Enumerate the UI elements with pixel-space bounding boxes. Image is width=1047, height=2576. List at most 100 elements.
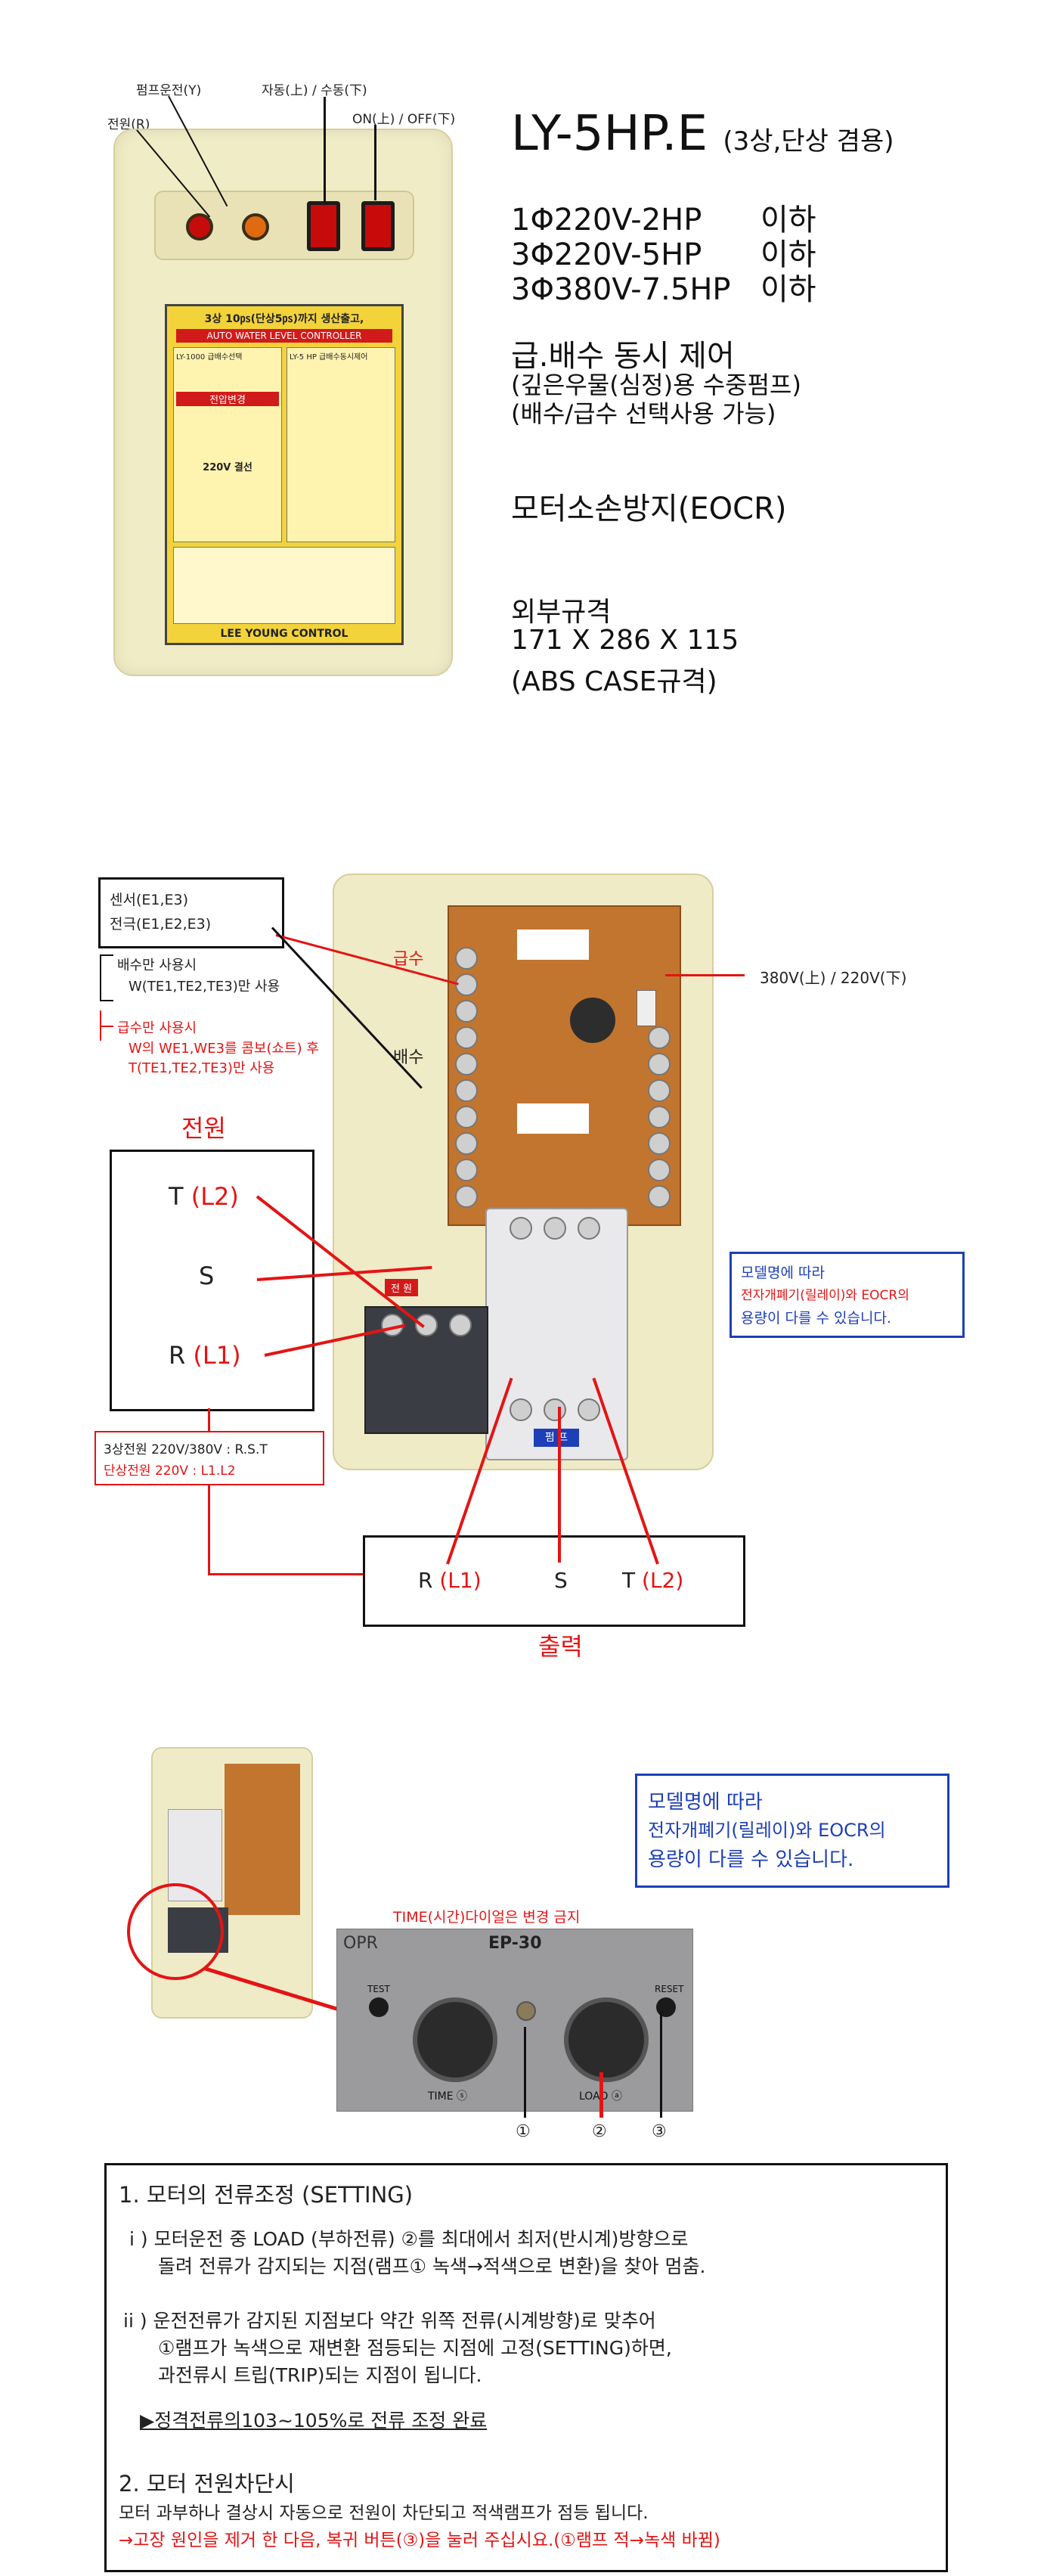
power-title: 전원	[181, 1114, 226, 1143]
terminal	[648, 1079, 671, 1102]
time-dial[interactable]	[413, 1997, 497, 2082]
terminal	[648, 1159, 671, 1181]
load-dial[interactable]	[564, 1997, 649, 2082]
contactor-terminal	[544, 1217, 566, 1240]
pump-run-lamp	[242, 213, 269, 241]
plate-col2: LY-5 HP 급배수동시제어	[287, 347, 395, 542]
rating-row-1: 1Φ220V-2HP 이하	[511, 195, 816, 239]
input-t-label: T	[169, 1182, 184, 1211]
supply-only-2: W의 WE1,WE3를 콤보(쇼트) 후	[129, 1041, 319, 1057]
dimension-case: (ABS CASE규격)	[511, 666, 717, 697]
rating-spec: 1Φ220V-2HP	[511, 203, 702, 237]
model-note-3: 용량이 다를 수 있습니다.	[741, 1310, 891, 1327]
panel-time: TIME ⓢ	[428, 2090, 468, 2103]
terminal	[648, 1185, 671, 1208]
terminal	[455, 1185, 478, 1208]
drain-bracket-top	[100, 954, 113, 956]
plate-banner: AUTO WATER LEVEL CONTROLLER	[176, 329, 392, 343]
model-name: LY-5HP.E	[511, 106, 708, 162]
plate-voltage: 220V 결선	[203, 462, 252, 473]
notes-heading-2: 2. 모터 전원차단시	[119, 2471, 295, 2497]
terminal	[455, 1106, 478, 1128]
voltage-switch-pointer	[665, 974, 745, 976]
input-r-label: R	[169, 1341, 186, 1370]
reset-button[interactable]	[656, 1997, 676, 2017]
input-r: R (L1)	[169, 1341, 241, 1370]
output-connector-v	[208, 1484, 210, 1575]
rating-note: 이하	[760, 237, 816, 272]
terminal	[455, 947, 478, 970]
panel-test: TEST	[367, 1984, 390, 1994]
board-label-1	[517, 930, 589, 960]
model-note-box-2: 모델명에 따라 전자개폐기(릴레이)와 EOCR의 용량이 다를 수 있습니다.	[635, 1774, 949, 1888]
eocr-highlight-circle	[127, 1883, 224, 1980]
drain-bracket	[100, 954, 101, 1001]
eocr-terminal	[381, 1314, 404, 1336]
output-title: 출력	[538, 1632, 583, 1661]
drain-only-1: 배수만 사용시	[117, 957, 197, 973]
protection-title: 모터소손방지(EOCR)	[511, 492, 787, 526]
controller-photo: 3상 10㎰(단상5㎰)까지 생산출고, AUTO WATER LEVEL CO…	[113, 129, 453, 676]
notes-i-1: i ) 모터운전 중 LOAD (부하전류) ②를 최대에서 최저(반시계)방향…	[129, 2228, 689, 2250]
voltage-slide-switch[interactable]	[637, 990, 656, 1026]
input-t: T (L2)	[169, 1182, 239, 1211]
output-t: T (L2)	[622, 1568, 683, 1593]
power-note-2: 단상전원 220V : L1.L2	[104, 1463, 236, 1479]
instruction-plate: 3상 10㎰(단상5㎰)까지 생산출고, AUTO WATER LEVEL CO…	[165, 304, 404, 645]
output-r-alt: (L1)	[439, 1568, 482, 1593]
contactor-terminal	[510, 1398, 532, 1421]
marker-3-pointer	[660, 2012, 662, 2118]
contactor-terminal	[510, 1217, 532, 1240]
rating-note: 이하	[760, 203, 816, 237]
dimension-title: 외부규격	[511, 597, 612, 628]
transformer-coil	[570, 998, 615, 1043]
plate-footer-panel	[173, 547, 395, 624]
power-lamp	[186, 213, 213, 241]
input-r-alt: (L1)	[193, 1341, 241, 1370]
notes-i-2: 돌려 전류가 감지되는 지점(램프① 녹색→적색으로 변환)을 찾아 멈춤.	[158, 2255, 706, 2277]
supply-only-3: T(TE1,TE2,TE3)만 사용	[129, 1060, 275, 1076]
model-note-2: 전자개폐기(릴레이)와 EOCR의	[741, 1288, 909, 1303]
marker-3: ③	[652, 2122, 667, 2141]
status-lamp	[516, 2001, 536, 2021]
power-input-box: T (L2) S R (L1)	[110, 1150, 314, 1411]
terminal	[455, 1026, 478, 1049]
eocr-panel-closeup: OPR EP-30 TEST TIME ⓢ LOAD ⓐ RESET	[336, 1929, 693, 2112]
small-circuit-board	[225, 1764, 300, 1915]
feature-sub-1: (깊은우물(심정)용 수중펌프)	[511, 371, 801, 399]
terminal	[455, 1053, 478, 1075]
model-suffix: (3상,단상 겸용)	[723, 126, 894, 157]
power-note-connector	[208, 1408, 210, 1431]
auto-manual-switch[interactable]	[307, 201, 340, 251]
power-tag: 전 원	[385, 1279, 419, 1296]
terminal	[648, 1106, 671, 1128]
plate-badge: 전압변경	[176, 392, 279, 406]
model-note-2-1: 모델명에 따라	[648, 1791, 763, 1814]
plate-col1: LY-1000 급배수선택 전압변경 220V 결선	[173, 347, 282, 542]
auto-manual-pointer	[324, 97, 326, 203]
supply-label: 급수	[393, 950, 424, 969]
sensor-box: 센서(E1,E3) 전극(E1,E2,E3)	[98, 877, 284, 948]
sensor-line-2: 전극(E1,E2,E3)	[110, 916, 212, 933]
power-note-box: 3상전원 220V/380V : R.S.T 단상전원 220V : L1.L2	[94, 1431, 324, 1485]
notes-ii-1: ii ) 운전전류가 감지된 지점보다 약간 위쪽 전류(시계방향)로 맞추어	[123, 2310, 656, 2332]
on-off-switch[interactable]	[361, 201, 395, 251]
controller-small-photo	[151, 1747, 313, 2019]
panel-reset: RESET	[655, 1984, 684, 1994]
rating-spec: 3Φ220V-5HP	[511, 237, 702, 272]
panel-model: EP-30	[488, 1934, 542, 1953]
notes-p-2: 모터 과부하나 결상시 자동으로 전원이 차단되고 적색램프가 점등 됩니다.	[119, 2503, 649, 2523]
marker-1-pointer	[524, 2027, 526, 2118]
notes-p-3: →고장 원인을 제거 한 다음, 복귀 버튼(③)을 눌러 주십시요.(①램프 …	[119, 2531, 720, 2550]
product-title: LY-5HP.E (3상,단상 겸용)	[511, 106, 894, 162]
eocr-terminal	[449, 1314, 472, 1336]
terminal	[648, 1053, 671, 1075]
controller-inside-photo: 펌 프 전 원	[333, 874, 714, 1470]
plate-headline: 3상 10㎰(단상5㎰)까지 생산출고,	[204, 313, 364, 325]
input-t-alt: (L2)	[191, 1182, 239, 1211]
sensor-line-1: 센서(E1,E3)	[110, 892, 189, 908]
test-button[interactable]	[369, 1997, 389, 2017]
terminal	[648, 1026, 671, 1049]
pump-run-label: 펌프운전(Y)	[136, 83, 202, 98]
